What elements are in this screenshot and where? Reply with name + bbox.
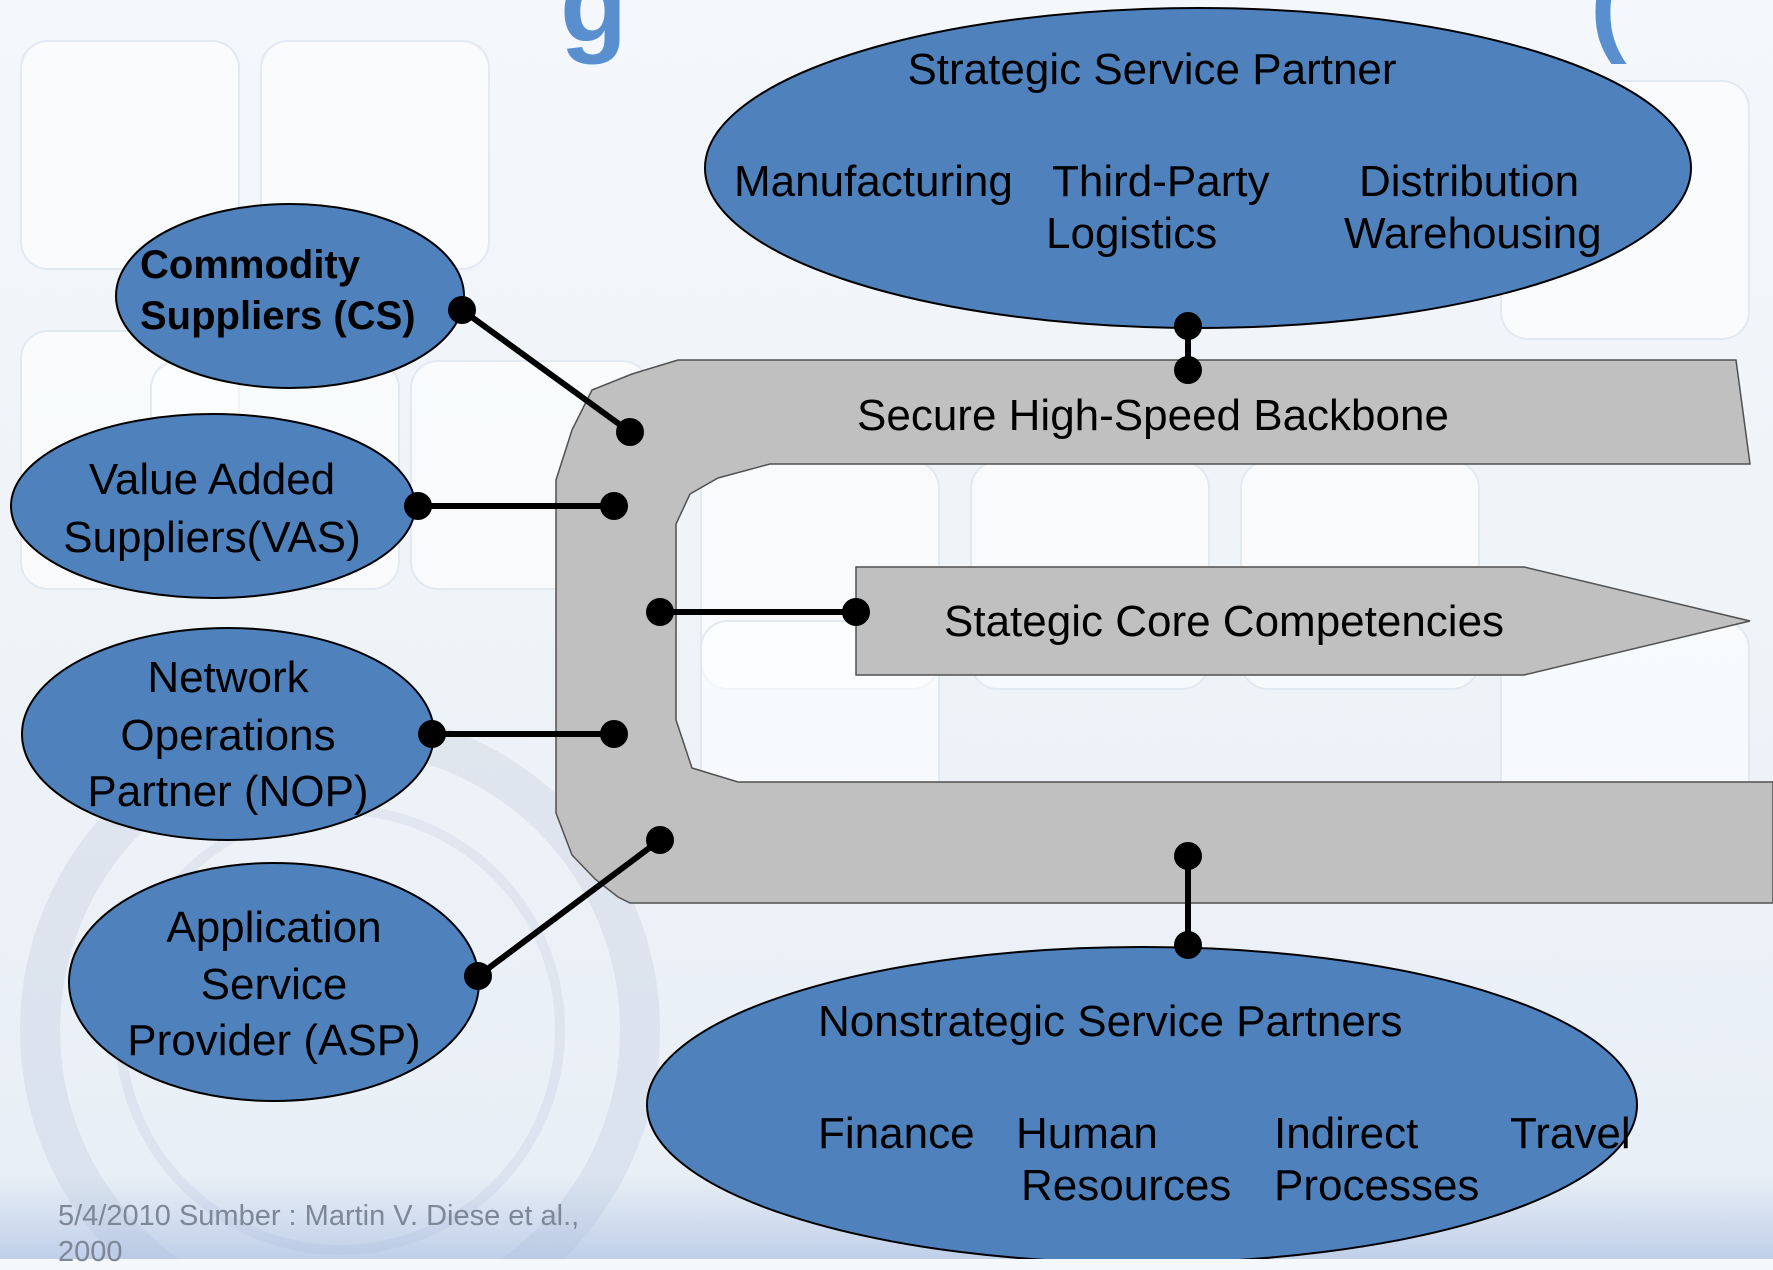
footer-source: 5/4/2010 Sumber : Martin V. Diese et al.… bbox=[58, 1198, 658, 1270]
footer-line1: 5/4/2010 Sumber : Martin V. Diese et al.… bbox=[58, 1200, 580, 1232]
connectors bbox=[404, 296, 1202, 990]
core-competencies-arrow bbox=[855, 566, 1751, 676]
value-added-suppliers-line1: Value Added bbox=[88, 455, 336, 504]
application-service-line2: Service bbox=[200, 960, 348, 1009]
nonstrategic-partners-title: Nonstrategic Service Partners bbox=[818, 997, 1403, 1046]
nonstrategic-item-finance: Finance bbox=[818, 1109, 975, 1158]
strategic-item-distribution-line2: Warehousing bbox=[1344, 209, 1602, 258]
nonstrategic-item-human-line2: Resources bbox=[1021, 1161, 1232, 1210]
nonstrategic-item-travel: Travel bbox=[1510, 1109, 1631, 1158]
nonstrategic-item-indirect-line1: Indirect bbox=[1274, 1109, 1419, 1158]
value-added-suppliers-ellipse bbox=[10, 413, 416, 599]
network-operations-line3: Partner (NOP) bbox=[87, 767, 369, 816]
backbone-shape bbox=[555, 359, 1773, 904]
strategic-item-manufacturing: Manufacturing bbox=[734, 157, 1013, 206]
title-fragment-left: g bbox=[560, 0, 628, 65]
core-competencies-label: Stategic Core Competencies bbox=[944, 597, 1505, 646]
strategic-item-distribution-line1: Distribution bbox=[1359, 157, 1580, 206]
value-added-suppliers-line2: Suppliers(VAS) bbox=[63, 513, 361, 562]
footer-line2: 2000 bbox=[58, 1236, 123, 1268]
commodity-suppliers-line1: Commodity bbox=[140, 243, 360, 287]
backbone-label: Secure High-Speed Backbone bbox=[857, 391, 1449, 440]
nonstrategic-partners-ellipse bbox=[646, 946, 1638, 1259]
application-service-line3: Provider (ASP) bbox=[127, 1016, 421, 1065]
strategic-item-third-party-line1: Third-Party bbox=[1052, 157, 1270, 206]
nonstrategic-item-human-line1: Human bbox=[1016, 1109, 1158, 1158]
commodity-suppliers-line2: Suppliers (CS) bbox=[140, 294, 416, 338]
network-operations-line2: Operations bbox=[120, 711, 336, 760]
strategic-partner-title: Strategic Service Partner bbox=[907, 45, 1397, 94]
commodity-suppliers-ellipse bbox=[115, 203, 465, 389]
network-operations-line1: Network bbox=[147, 653, 309, 702]
nonstrategic-item-indirect-line2: Processes bbox=[1274, 1161, 1480, 1210]
strategic-item-third-party-line2: Logistics bbox=[1046, 209, 1218, 258]
title-fragment-right: ( bbox=[1590, 0, 1627, 65]
application-service-line1: Application bbox=[166, 903, 382, 952]
